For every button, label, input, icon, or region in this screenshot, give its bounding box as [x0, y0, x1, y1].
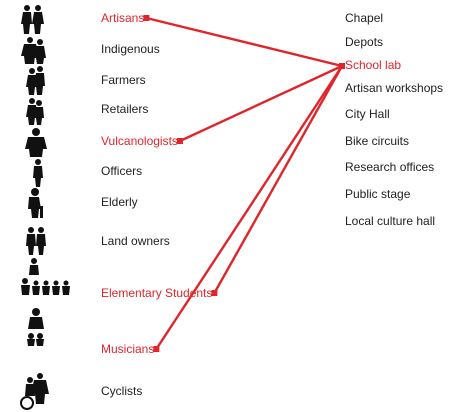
students-group-silhouette-icon [0, 256, 80, 296]
stakeholder-label-elementary-students: Elementary Students [101, 286, 213, 300]
place-label-city-hall: City Hall [345, 107, 390, 121]
elderly-silhouette-icon [0, 184, 80, 224]
stakeholder-label-land-owners: Land owners [101, 234, 170, 248]
stakeholder-label-musicians: Musicians [101, 342, 155, 356]
cyclists-group-silhouette-icon [0, 370, 80, 410]
stakeholder-label-cyclists: Cyclists [101, 384, 143, 398]
place-label-bike-circuits: Bike circuits [345, 134, 410, 148]
place-label-chapel: Chapel [345, 11, 384, 25]
place-label-depots: Depots [345, 35, 384, 49]
place-label-artisan-workshops: Artisan workshops [345, 81, 444, 95]
stakeholder-label-retailers: Retailers [101, 102, 149, 116]
place-label-school-lab: School lab [345, 58, 402, 72]
stakeholder-label-elderly: Elderly [101, 195, 138, 209]
place-label-local-culture-hall: Local culture hall [345, 214, 436, 228]
artisans-pair-silhouette-icon [0, 2, 80, 42]
musicians-silhouette-icon [0, 306, 80, 346]
officer-silhouette-icon [0, 154, 80, 194]
stakeholder-label-artisans: Artisans [101, 11, 145, 25]
vulcanologists-silhouette-icon [0, 124, 80, 164]
link-school-lab-to-vulcanologists [179, 64, 343, 143]
stakeholder-label-vulcanologists: Vulcanologists [101, 134, 178, 148]
link-school-lab-to-musicians [155, 65, 344, 350]
stakeholder-label-officers: Officers [101, 164, 143, 178]
retailers-pair-silhouette-icon [0, 92, 80, 132]
place-label-public-stage: Public stage [345, 187, 411, 201]
indigenous-pair-silhouette-icon [0, 32, 80, 72]
stakeholder-label-indigenous: Indigenous [101, 42, 160, 56]
link-school-lab-to-artisans [146, 16, 343, 68]
stakeholder-label-farmers: Farmers [101, 73, 146, 87]
link-school-lab-to-elementary-students [213, 65, 344, 294]
place-label-research-offices: Research offices [345, 160, 435, 174]
land-owners-pair-silhouette-icon [0, 222, 80, 262]
farmers-pair-silhouette-icon [0, 62, 80, 102]
